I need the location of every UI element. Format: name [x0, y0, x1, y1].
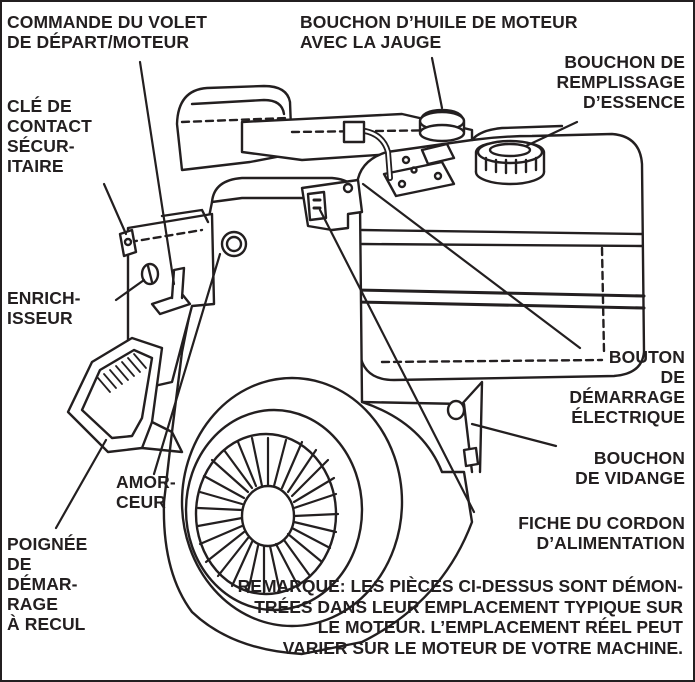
start-button-label: BOUTON DE DÉMARRAGE ÉLECTRIQUE	[569, 347, 685, 427]
enrichment-label: ENRICH- ISSEUR	[7, 288, 81, 328]
primer-label: AMOR- CEUR	[116, 472, 176, 512]
recoil-handle-label: POIGNÉE DE DÉMAR- RAGE À RECUL	[7, 534, 87, 634]
drain-plug	[448, 401, 478, 466]
note-text: REMARQUE: LES PIÈCES CI-DESSUS SONT DÉMO…	[83, 576, 683, 658]
primer-bulb	[222, 232, 246, 256]
power-cord-label: FICHE DU CORDON D’ALIMENTATION	[518, 513, 685, 553]
fuel-cap	[476, 141, 544, 184]
oil-cap-label: BOUCHON D’HUILE DE MOTEUR AVEC LA JAUGE	[300, 12, 578, 52]
drain-plug-label: BOUCHON DE VIDANGE	[575, 448, 685, 488]
safety-key	[120, 230, 136, 256]
fuel-cap-label: BOUCHON DE REMPLISSAGE D’ESSENCE	[557, 52, 685, 112]
safety-key-label: CLÉ DE CONTACT SÉCUR- ITAIRE	[7, 96, 92, 176]
choke-control-label: COMMANDE DU VOLET DE DÉPART/MOTEUR	[7, 12, 207, 52]
